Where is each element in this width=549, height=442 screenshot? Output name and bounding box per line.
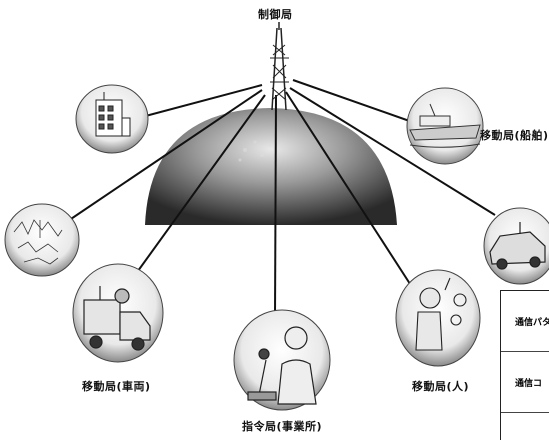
car-station	[484, 208, 549, 284]
control-station-label: 制御局	[258, 6, 293, 22]
mobile-person-label: 移動局(人)	[412, 378, 469, 394]
comm-pattern-table: 通信パタ 通信コ	[500, 290, 549, 440]
mobile-vehicle-label: 移動局(車両)	[82, 378, 151, 394]
table-row: 通信パタ	[501, 291, 549, 352]
truck-station	[73, 264, 163, 362]
dispatch-office-label: 指令局(事業所)	[242, 418, 322, 434]
rooftop-station	[5, 204, 79, 276]
building-station	[76, 85, 148, 153]
ship-station	[407, 88, 483, 164]
table-row: 通信コ	[501, 352, 549, 413]
mobile-ship-label: 移動局(船舶)	[480, 127, 549, 143]
dispatch-station	[234, 310, 330, 410]
table-row	[501, 413, 549, 442]
person-station	[396, 270, 480, 366]
radio-tower-icon	[270, 22, 289, 110]
